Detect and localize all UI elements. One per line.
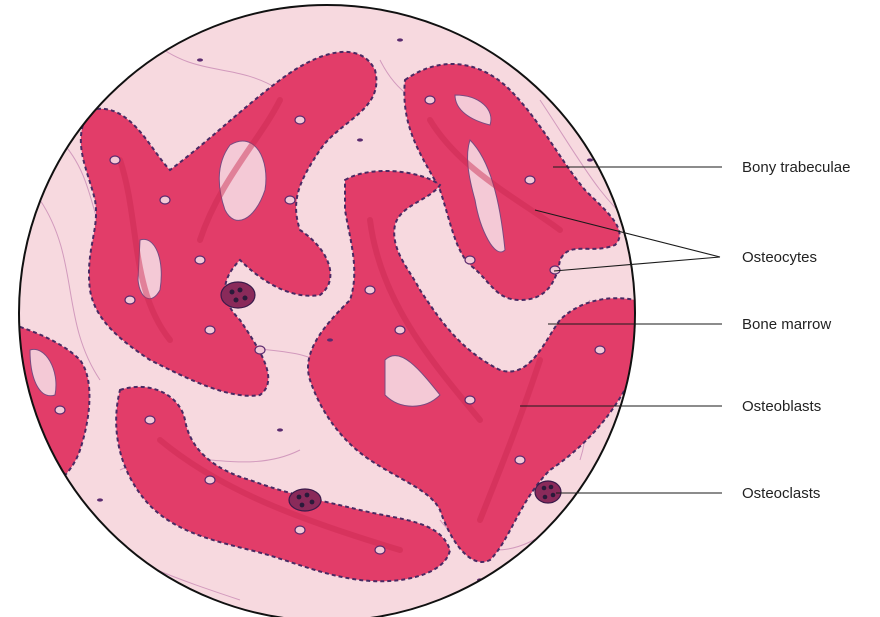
label-bony-trabeculae: Bony trabeculae [742,159,850,176]
osteoclast-2 [289,489,321,511]
microscope-field [0,0,660,617]
label-bone-marrow: Bone marrow [742,316,831,333]
label-osteoclasts: Osteoclasts [742,485,820,502]
osteoclast-1 [221,282,255,308]
label-osteoblasts: Osteoblasts [742,398,821,415]
labels: Bony trabeculae Osteocytes Bone marrow O… [742,159,850,502]
osteoclast-3 [535,481,561,503]
label-osteocytes: Osteocytes [742,249,817,266]
